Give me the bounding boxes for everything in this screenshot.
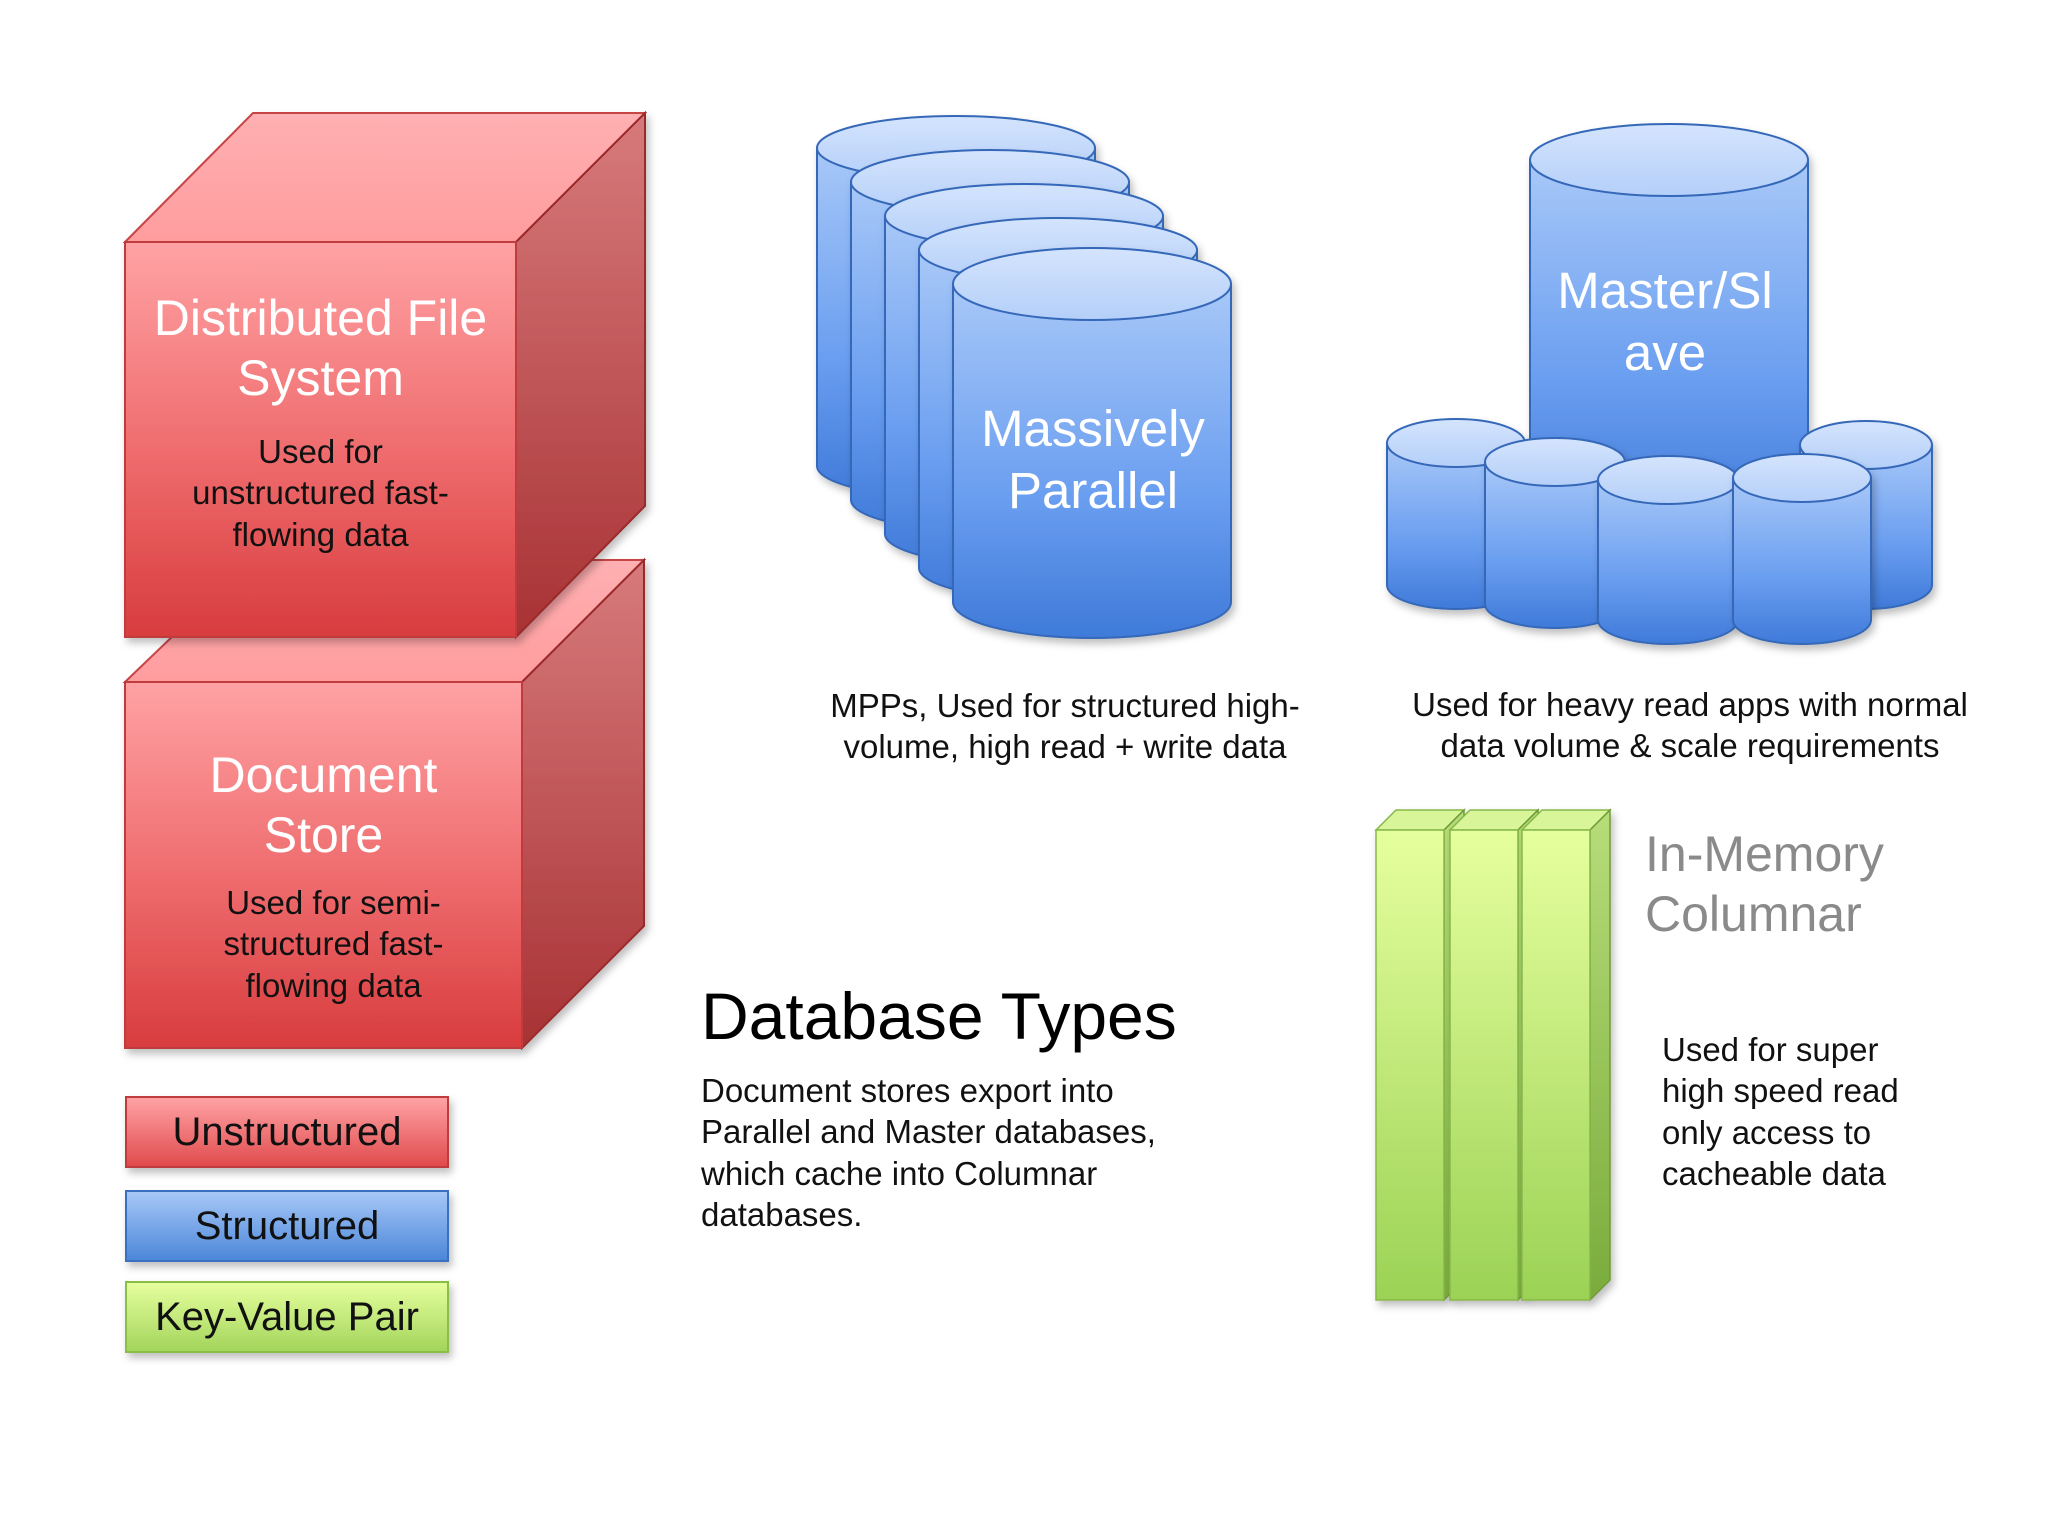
distributed-file-system-title: Distributed File System [125, 288, 516, 408]
title-line: Distributed File [153, 290, 488, 346]
desc-line: only access to [1662, 1113, 1872, 1151]
title-line: In-Memory [1645, 826, 1884, 882]
title-line: Store [263, 807, 384, 863]
title-line: System [237, 350, 404, 406]
description-line: which cache into Columnar [701, 1154, 1098, 1192]
caption-line: Used for heavy read apps with normal [1412, 686, 1968, 723]
title-line: Massively [981, 400, 1205, 457]
description-line: databases. [701, 1195, 863, 1233]
legend-swatch-structured [125, 1190, 449, 1262]
desc-line: structured fast- [223, 925, 444, 963]
massively-parallel-caption: MPPs, Used for structured high- volume, … [780, 685, 1350, 768]
legend-label-key-value-pair: Key-Value Pair [155, 1295, 419, 1339]
title-line: Columnar [1645, 886, 1862, 942]
desc-line: Used for semi- [226, 884, 441, 921]
master-cylinder [1529, 123, 1809, 527]
massively-parallel-cylinders [816, 115, 1232, 639]
column-bar [1520, 808, 1612, 1302]
master-slave-cylinders [1386, 123, 1933, 645]
description-line: Parallel and Master databases, [701, 1113, 1156, 1151]
desc-line: Used for super [1662, 1031, 1879, 1068]
desc-line: flowing data [232, 515, 409, 553]
distributed-file-system-cube [122, 110, 648, 640]
legend-label-unstructured: Unstructured [172, 1110, 402, 1154]
title-line: Master/Sl [1557, 262, 1773, 319]
legend [125, 1096, 449, 1353]
slave-cylinder [1597, 455, 1739, 645]
caption-line: data volume & scale requirements [1440, 727, 1940, 765]
distributed-file-system-description: Used for unstructured fast- flowing data [125, 431, 516, 555]
slave-cylinder [1484, 437, 1626, 629]
legend-swatch-unstructured [125, 1096, 449, 1168]
desc-line: cacheable data [1662, 1154, 1886, 1192]
desc-line: Used for [258, 433, 383, 470]
master-slave-title: Master/Sl ave [1525, 260, 1805, 384]
desc-line: unstructured fast- [192, 474, 449, 512]
title-line: Parallel [1007, 462, 1179, 520]
desc-line: flowing data [245, 966, 422, 1004]
legend-swatch-key-value-pair [125, 1281, 449, 1353]
caption-line: volume, high read + write data [843, 728, 1287, 766]
massively-parallel-title: Massively Parallel [953, 398, 1233, 522]
title-line: Document [209, 747, 438, 803]
desc-line: high speed read [1662, 1072, 1899, 1110]
document-store-description: Used for semi- structured fast- flowing … [135, 882, 532, 1006]
legend-label-structured: Structured [194, 1204, 380, 1248]
in-memory-columnar-description: Used for super high speed read only acce… [1662, 1029, 1982, 1194]
page-title: Database Types [701, 979, 1177, 1053]
mpp-cylinder [952, 247, 1232, 639]
description-line: Document stores export into [701, 1072, 1114, 1109]
slave-cylinder [1732, 453, 1872, 645]
caption-line: MPPs, Used for structured high- [830, 687, 1300, 724]
master-slave-caption: Used for heavy read apps with normal dat… [1380, 684, 2000, 767]
in-memory-columnar-bars [1374, 808, 1612, 1302]
title-line: ave [1623, 324, 1707, 382]
page-description: Document stores export into Parallel and… [701, 1070, 1261, 1235]
in-memory-columnar-title: In-Memory Columnar [1645, 824, 1945, 944]
document-store-title: Document Store [125, 745, 522, 865]
